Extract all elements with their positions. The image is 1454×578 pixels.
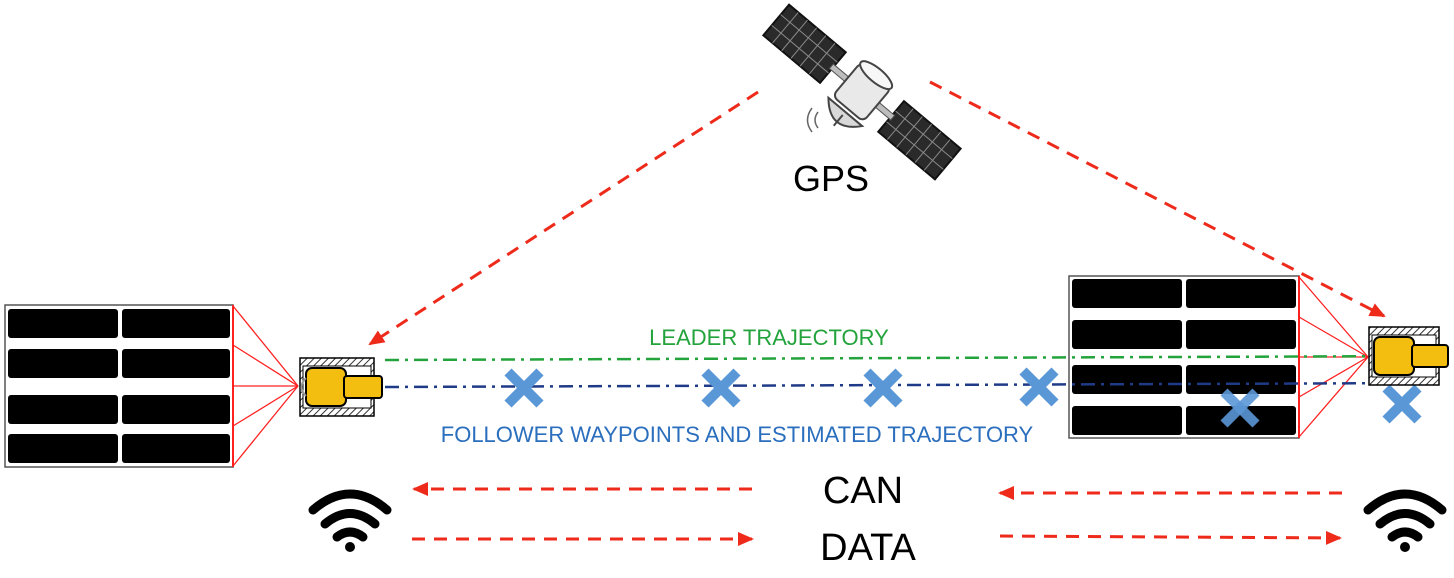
data-arrow-right-side	[999, 530, 1342, 545]
follower-vehicle	[299, 357, 383, 417]
gps-link-to-leader	[929, 80, 1386, 318]
follower-trajectory-label: FOLLOWER WAYPOINTS AND ESTIMATED TRAJECT…	[441, 422, 1034, 447]
data-label: DATA	[820, 527, 916, 569]
follower-trajectory-line	[384, 381, 1439, 389]
x-mark-icon	[863, 368, 903, 408]
x-mark-icon	[1382, 384, 1422, 424]
left-sensor-beams	[232, 305, 299, 467]
leader-trajectory-label: LEADER TRAJECTORY	[649, 325, 889, 350]
x-mark-icon	[504, 368, 544, 408]
gps-link-to-follower	[368, 90, 759, 346]
satellite-signal-waves	[806, 107, 819, 133]
satellite-icon	[761, 3, 963, 181]
left-truck-stack	[4, 304, 234, 468]
x-mark-icon	[1019, 367, 1059, 407]
leader-trajectory-line	[384, 354, 1439, 362]
waypoint-markers	[504, 367, 1422, 428]
x-mark-icon	[1220, 388, 1260, 428]
leader-vehicle	[1368, 326, 1449, 386]
right-sensor-beams	[1298, 276, 1369, 438]
wifi-icon	[308, 489, 392, 552]
can-label: CAN	[823, 470, 903, 512]
wifi-icon	[1363, 489, 1447, 552]
gps-label: GPS	[793, 158, 869, 199]
x-mark-icon	[701, 368, 741, 408]
